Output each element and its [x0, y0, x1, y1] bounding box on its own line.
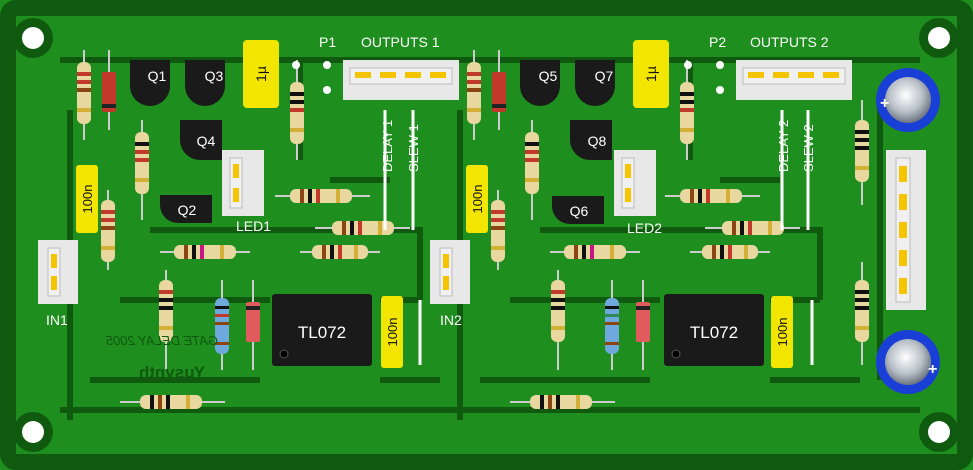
capacitor-value: 100n [775, 318, 790, 347]
transistor-q4: Q4 [180, 120, 222, 160]
diode [246, 280, 260, 370]
transistor-label: Q2 [178, 202, 197, 218]
diode [492, 50, 506, 130]
electrolytic-capacitor: + [876, 68, 940, 132]
resistor [300, 245, 380, 259]
resistor [275, 189, 370, 203]
label-led1: LED1 [236, 218, 271, 234]
transistor-label: Q1 [148, 68, 167, 84]
pads-p1 [292, 61, 331, 94]
resistor-blue [605, 280, 619, 370]
header-led1 [222, 150, 264, 216]
label-in2: IN2 [440, 312, 462, 328]
resistor [665, 189, 760, 203]
diode [102, 50, 116, 130]
transistor-q6: Q6 [552, 196, 604, 224]
resistor [551, 270, 565, 370]
capacitor-value: 100n [80, 185, 95, 214]
header-in2 [430, 240, 470, 304]
transistor-q3: Q3 [185, 60, 225, 106]
resistor [135, 120, 149, 220]
transistor-q8: Q8 [570, 120, 612, 160]
capacitor-value: 1µ [253, 66, 269, 82]
pads-p2 [684, 61, 724, 94]
resistor [525, 120, 539, 220]
resistor [315, 221, 410, 235]
transistor-q2: Q2 [160, 195, 212, 223]
label-in1: IN1 [46, 312, 68, 328]
capacitor-value: 100n [385, 318, 400, 347]
polarity-mark: + [928, 361, 937, 378]
resistor [705, 221, 800, 235]
transistor-label: Q7 [595, 68, 614, 84]
header-led2 [614, 150, 656, 216]
capacitor-value: 100n [470, 185, 485, 214]
resistor [290, 60, 304, 160]
header-outputs-1 [343, 60, 459, 100]
resistor [491, 190, 505, 270]
transistor-label: Q3 [205, 68, 224, 84]
jumper-wires [780, 110, 814, 365]
label-led2: LED2 [627, 220, 662, 236]
capacitor-1u: 1µ [633, 40, 669, 108]
transistor-label: Q8 [588, 133, 607, 149]
resistor [77, 50, 91, 140]
ic-label: TL072 [690, 323, 738, 342]
label-delay-1: DELAY 1 [380, 120, 395, 172]
resistor [690, 245, 770, 259]
jumper-wires [383, 110, 422, 365]
label-outputs-1: OUTPUTS 1 [361, 34, 440, 50]
label-credit: GATE DELAY 2005 [105, 333, 218, 348]
resistor [159, 270, 173, 370]
capacitor-100n: 100n [381, 296, 403, 368]
resistor [680, 60, 694, 160]
label-p2: P2 [709, 34, 726, 50]
resistor [510, 395, 615, 409]
resistor [120, 395, 225, 409]
resistor [160, 245, 250, 259]
diode [636, 280, 650, 370]
resistor [855, 262, 869, 365]
resistor [467, 50, 481, 140]
header-power [886, 150, 926, 310]
header-in1 [38, 240, 78, 304]
header-outputs-2 [736, 60, 852, 100]
capacitor-100n: 100n [76, 165, 98, 233]
capacitor-100n: 100n [466, 165, 488, 233]
polarity-mark: + [880, 95, 889, 112]
capacitor-value: 1µ [643, 66, 659, 82]
label-brand: Yusynth [139, 363, 205, 382]
capacitor-100n: 100n [771, 296, 793, 368]
transistor-label: Q5 [539, 68, 558, 84]
resistor [550, 245, 640, 259]
label-outputs-2: OUTPUTS 2 [750, 34, 829, 50]
ic-tl072-1: TL072 [272, 294, 372, 366]
label-delay-2: DELAY 2 [776, 120, 791, 172]
label-p1: P1 [319, 34, 336, 50]
ic-label: TL072 [298, 323, 346, 342]
electrolytic-capacitor: + [876, 330, 940, 394]
transistor-q1: Q1 [130, 60, 170, 106]
label-slew-1: SLEW 1 [406, 124, 421, 172]
resistor [101, 190, 115, 270]
transistor-label: Q4 [197, 133, 216, 149]
resistor-blue [215, 280, 229, 370]
transistor-label: Q6 [570, 203, 589, 219]
mounting-holes [13, 18, 959, 452]
transistor-q5: Q5 [520, 60, 560, 106]
resistor [855, 100, 869, 205]
ic-tl072-2: TL072 [664, 294, 764, 366]
transistor-q7: Q7 [575, 60, 615, 106]
label-slew-2: SLEW 2 [801, 124, 816, 172]
capacitor-1u: 1µ [243, 40, 279, 108]
